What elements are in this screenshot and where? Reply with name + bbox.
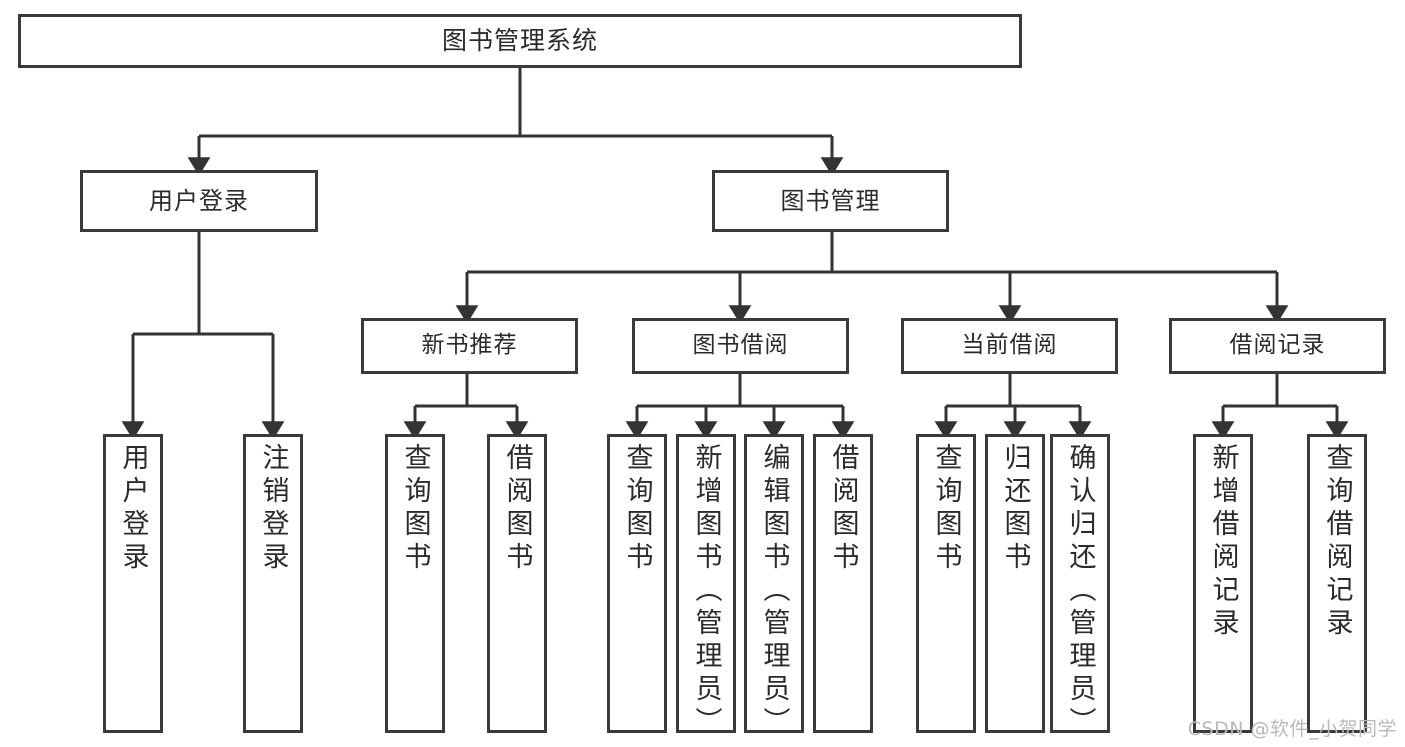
leaf-current-borrow-query[interactable]: 查询图书 bbox=[916, 434, 976, 733]
node-label: 当前借阅 bbox=[961, 332, 1058, 359]
node-borrow-record[interactable]: 借阅记录 bbox=[1169, 318, 1386, 374]
node-label: 新增图书（管理员） bbox=[690, 443, 722, 740]
node-label: 查询图书 bbox=[399, 443, 431, 575]
node-label: 借阅图书 bbox=[501, 443, 533, 575]
node-book-management[interactable]: 图书管理 bbox=[712, 170, 949, 232]
node-root-book-management-system[interactable]: 图书管理系统 bbox=[18, 14, 1022, 68]
node-label: 查询借阅记录 bbox=[1321, 443, 1353, 641]
node-label: 图书借阅 bbox=[692, 332, 789, 359]
leaf-book-borrow-edit[interactable]: 编辑图书（管理员） bbox=[744, 434, 804, 740]
node-label: 新增借阅记录 bbox=[1207, 443, 1239, 641]
node-label: 用户登录 bbox=[149, 186, 249, 215]
leaf-user-login-logout[interactable]: 注销登录 bbox=[243, 434, 303, 733]
leaf-current-borrow-confirm-return[interactable]: 确认归还（管理员） bbox=[1050, 434, 1110, 740]
node-user-login[interactable]: 用户登录 bbox=[80, 170, 318, 232]
leaf-borrow-record-query[interactable]: 查询借阅记录 bbox=[1307, 434, 1367, 733]
node-label: 借阅图书 bbox=[827, 443, 859, 575]
node-label: 借阅记录 bbox=[1229, 332, 1326, 359]
leaf-new-book-borrow[interactable]: 借阅图书 bbox=[487, 434, 547, 733]
node-label: 新书推荐 bbox=[421, 332, 518, 359]
leaf-book-borrow-add[interactable]: 新增图书（管理员） bbox=[676, 434, 736, 740]
node-label: 注销登录 bbox=[257, 443, 289, 575]
node-label: 图书管理系统 bbox=[441, 26, 598, 55]
node-label: 归还图书 bbox=[999, 443, 1031, 575]
node-label: 查询图书 bbox=[621, 443, 653, 575]
node-current-borrow[interactable]: 当前借阅 bbox=[901, 318, 1118, 374]
node-label: 确认归还（管理员） bbox=[1064, 443, 1096, 740]
node-label: 用户登录 bbox=[117, 443, 149, 575]
leaf-book-borrow-query[interactable]: 查询图书 bbox=[607, 434, 667, 733]
leaf-current-borrow-return[interactable]: 归还图书 bbox=[985, 434, 1045, 733]
node-label: 编辑图书（管理员） bbox=[758, 443, 790, 740]
node-new-book-recommend[interactable]: 新书推荐 bbox=[361, 318, 578, 374]
leaf-book-borrow-borrow[interactable]: 借阅图书 bbox=[813, 434, 873, 733]
node-label: 查询图书 bbox=[930, 443, 962, 575]
leaf-user-login-login[interactable]: 用户登录 bbox=[103, 434, 163, 733]
node-label: 图书管理 bbox=[780, 186, 881, 215]
node-book-borrow[interactable]: 图书借阅 bbox=[632, 318, 849, 374]
leaf-new-book-query[interactable]: 查询图书 bbox=[385, 434, 445, 733]
leaf-borrow-record-add[interactable]: 新增借阅记录 bbox=[1193, 434, 1253, 733]
csdn-watermark: CSDN @软件_小贺同学 bbox=[1187, 718, 1397, 740]
